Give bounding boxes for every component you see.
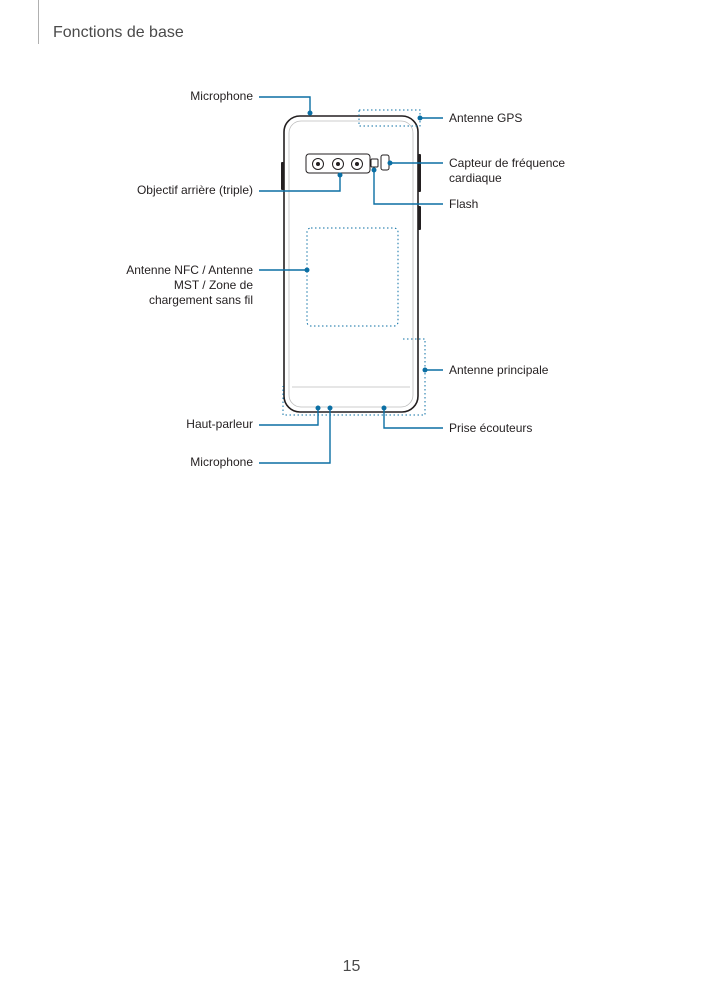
label-heart-rate-line1: Capteur de fréquence	[449, 156, 566, 170]
leader-microphone-bottom	[259, 409, 331, 464]
flash-icon	[370, 158, 379, 168]
side-button-right-2	[418, 206, 421, 230]
label-microphone-top: Microphone	[190, 89, 253, 103]
dot-earphone-jack	[381, 405, 387, 411]
label-nfc-line1: Antenne NFC / Antenne	[126, 263, 253, 277]
side-button-left	[281, 162, 284, 190]
nfc-mst-charging-zone	[306, 227, 399, 327]
label-nfc-line3: chargement sans fil	[148, 293, 253, 307]
label-heart-rate-line2: cardiaque	[449, 171, 502, 185]
leader-earphone-jack	[383, 409, 443, 429]
leader-rear-camera	[259, 175, 341, 192]
phone-inner-edge	[288, 120, 414, 408]
dot-gps	[417, 115, 423, 121]
phone-outline	[283, 115, 419, 413]
callout-leaders	[259, 96, 443, 464]
leader-speaker	[259, 409, 319, 426]
phone-illustration	[281, 109, 426, 416]
dot-rear-camera	[337, 172, 343, 178]
page-header-title: Fonctions de base	[53, 24, 184, 41]
dot-microphone-top	[307, 110, 313, 116]
label-heart-rate-group: Capteur de fréquence cardiaque	[449, 156, 565, 186]
dot-microphone-bottom	[327, 405, 333, 411]
dot-nfc	[304, 267, 310, 273]
label-flash: Flash	[449, 197, 479, 211]
side-button-right-1	[418, 154, 421, 192]
header-rule	[38, 0, 39, 44]
camera-lens-icon	[312, 158, 324, 170]
dot-heart-rate	[387, 160, 393, 166]
label-main-antenna: Antenne principale	[449, 363, 549, 377]
label-speaker: Haut-parleur	[186, 417, 253, 431]
label-rear-camera: Objectif arrière (triple)	[136, 183, 253, 197]
label-microphone-bottom: Microphone	[190, 455, 253, 469]
label-earphone-jack: Prise écouteurs	[449, 421, 533, 435]
camera-lens-icon	[351, 158, 363, 170]
label-nfc-group: Antenne NFC / Antenne MST / Zone de char…	[126, 263, 253, 308]
leader-microphone-top	[259, 96, 311, 112]
dot-flash	[371, 167, 377, 173]
camera-lens-icon	[332, 158, 344, 170]
dot-speaker	[315, 405, 321, 411]
page-number: 15	[342, 958, 361, 975]
leader-flash	[373, 170, 443, 205]
dot-main-antenna	[422, 367, 428, 373]
label-nfc-line2: MST / Zone de	[173, 278, 253, 292]
label-gps-antenna: Antenne GPS	[449, 111, 523, 125]
